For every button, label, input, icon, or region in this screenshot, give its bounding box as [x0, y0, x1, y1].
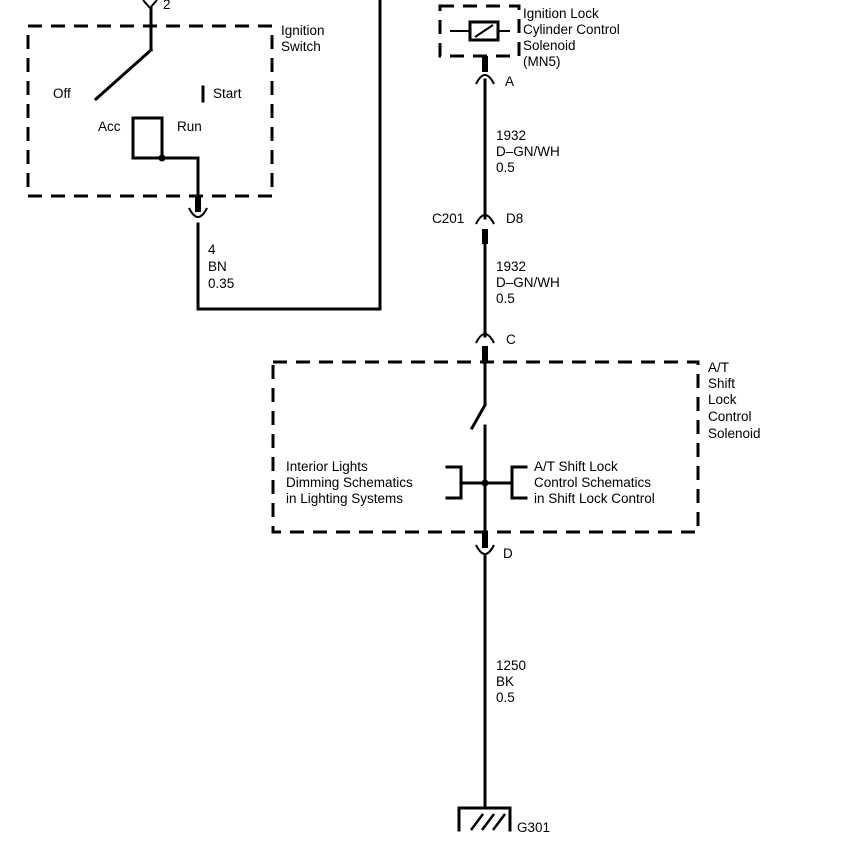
pin-a-connector	[475, 74, 495, 85]
acc-run-contact	[131, 116, 164, 160]
switch-wire-gauge: 0.35	[208, 276, 234, 291]
shift-lock-ref-line-3: in Shift Lock Control	[534, 491, 655, 506]
lock-solenoid-title-3: Solenoid	[523, 38, 576, 53]
shift-lock-switch-blade	[469, 402, 488, 431]
ground-wire-gauge: 0.5	[496, 690, 515, 705]
lock-solenoid-title-4: (MN5)	[523, 54, 561, 69]
wire-1932-upper-circuit: 1932	[496, 128, 526, 143]
ground-wire-circuit: 1250	[496, 658, 526, 673]
wire-1932-upper-color: D–GN/WH	[496, 144, 560, 159]
ground-symbol	[457, 806, 512, 832]
lock-solenoid-boundary	[438, 4, 521, 58]
wire-1932-lower-gauge: 0.5	[496, 291, 515, 306]
ignition-switch: 2 Ignition Switch Off Start Acc Run	[26, 0, 325, 199]
wire-1932-upper-gauge: 0.5	[496, 160, 515, 175]
switch-wire-circuit: 4	[208, 242, 216, 257]
shift-lock-title-5: Solenoid	[708, 426, 761, 441]
wire-1932-upper: 1932 D–GN/WH 0.5	[483, 78, 560, 220]
lock-solenoid-coil-slash	[474, 24, 494, 38]
ground-wire-color: BK	[496, 674, 514, 689]
ground-hatch-2	[481, 813, 495, 831]
c201-pin: D8	[506, 211, 523, 226]
pin-d-label: D	[503, 546, 513, 561]
pin-d-connector	[475, 544, 495, 555]
shift-lock-title-1: A/T	[708, 360, 729, 375]
ignition-switch-title-1: Ignition	[281, 23, 325, 38]
run-output-trace	[160, 156, 200, 199]
interior-ref-line-2: Dimming Schematics	[286, 475, 413, 490]
shift-lock-title-3: Lock	[708, 392, 737, 407]
switch-wire-color: BN	[208, 259, 227, 274]
lock-solenoid-title-1: Ignition Lock	[523, 6, 599, 21]
switch-wiper	[93, 47, 154, 102]
ground-circuit: 1250 BK 0.5 G301	[457, 554, 550, 835]
interior-ref-bracket	[445, 465, 463, 500]
pin-a-label: A	[505, 74, 514, 89]
switch-output-circuit: 4 BN 0.35	[188, 0, 382, 311]
wire-1932-lower-color: D–GN/WH	[496, 275, 560, 290]
position-off-label: Off	[53, 86, 71, 101]
shift-lock-ref-line-1: A/T Shift Lock	[534, 459, 618, 474]
shift-lock-ref-line-2: Control Schematics	[534, 475, 651, 490]
wire-1932-lower: 1932 D–GN/WH 0.5	[483, 242, 560, 338]
interior-ref-line-3: in Lighting Systems	[286, 491, 403, 506]
shift-lock-ref-bracket	[510, 465, 528, 500]
shift-lock-title-2: Shift	[708, 376, 735, 391]
switch-output-wire	[196, 0, 382, 311]
shift-lock-title-4: Control	[708, 409, 752, 424]
position-start-label: Start	[213, 86, 242, 101]
ground-hatch-1	[470, 813, 484, 831]
shift-lock-solenoid: C Interior Lights Dimming Schematics in …	[271, 332, 761, 561]
ignition-lock-solenoid: Ignition Lock Cylinder Control Solenoid …	[438, 4, 620, 89]
position-acc-label: Acc	[98, 119, 121, 134]
ground-hatch-3	[492, 813, 506, 831]
ground-name: G301	[517, 820, 550, 835]
pin-2-label: 2	[163, 0, 171, 12]
pin-c-connector	[475, 333, 495, 344]
ignition-switch-title-2: Switch	[281, 39, 321, 54]
wire-1932-lower-circuit: 1932	[496, 259, 526, 274]
interior-ref-line-1: Interior Lights	[286, 459, 368, 474]
pin-c-label: C	[506, 332, 516, 347]
position-run-label: Run	[177, 119, 202, 134]
c201-name: C201	[432, 211, 464, 226]
switch-pin-connector	[188, 207, 208, 218]
connector-c201: C201 D8	[432, 211, 523, 244]
c201-female-half	[475, 214, 495, 225]
lock-solenoid-title-2: Cylinder Control	[523, 22, 620, 37]
reference-junction-dot	[481, 479, 489, 487]
